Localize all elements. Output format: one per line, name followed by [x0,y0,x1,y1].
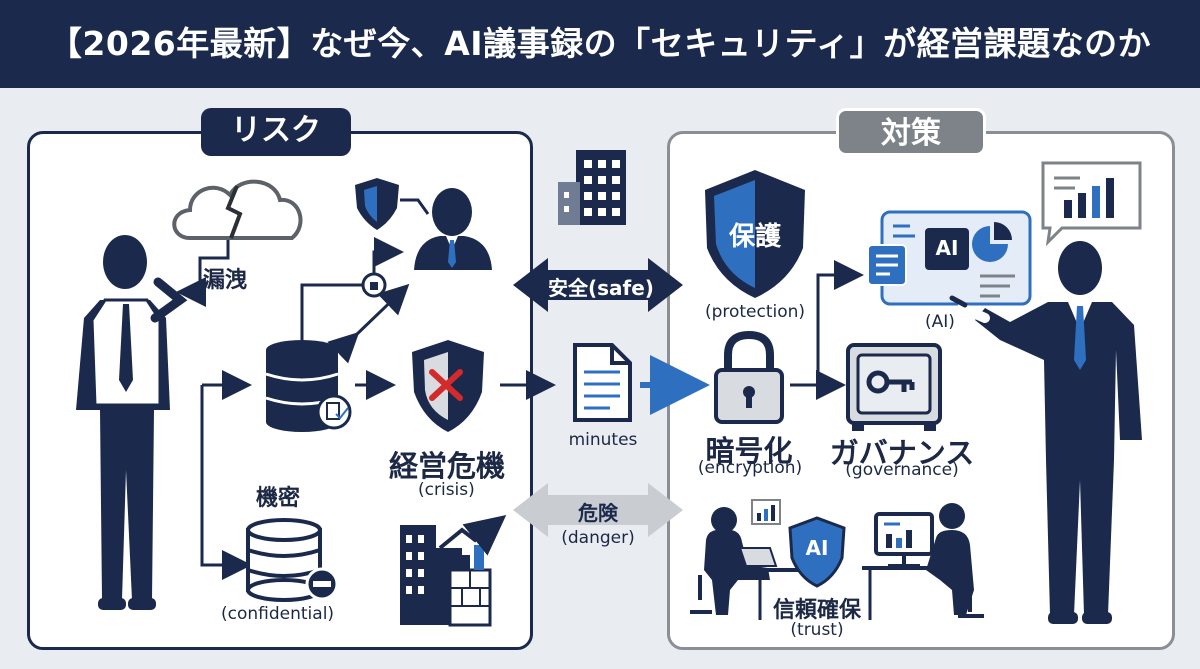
measure-tab: 対策 [836,108,986,156]
flow-arrow-to-ai [790,260,864,387]
worried-businessman-icon [76,235,188,610]
database-icon [265,340,352,432]
page-title: 【2026年最新】なぜ今、AI議事録の「セキュリティ」が経営課題なのか [48,24,1152,63]
governance-label: ガバナンス [829,436,975,470]
office-building-icon [558,150,626,225]
protection-shield-icon [705,170,805,298]
padlock-icon [714,330,784,424]
ai-badge-label: AI [935,236,959,260]
executive-icon [414,188,492,270]
header-bar: 【2026年最新】なぜ今、AI議事録の「セキュリティ」が経営課題なのか [0,0,1200,88]
trust-label: 信頼確保 [772,598,861,623]
worker-right-icon [862,503,984,620]
presenting-businessman-icon [949,241,1142,624]
declining-city-icon [400,515,507,627]
flow-arrow-to-confidential [200,385,252,580]
document-icon [573,343,632,422]
ai-en-label: (AI) [925,312,955,332]
crisis-label: 経営危機 [389,449,506,483]
protection-shield-label: 保護 [728,222,781,252]
protection-en-label: (protection) [704,302,806,322]
safe-double-arrow [513,258,683,312]
minutes-label: minutes [568,430,638,450]
lock-small-icon [361,272,387,298]
exchange-arrow [327,283,410,364]
safe-box-icon [846,343,942,431]
broken-shield-icon [412,340,484,432]
crisis-en-label: (crisis) [418,480,475,500]
confidential-label: 機密 [256,486,301,511]
small-shield-icon [355,178,399,230]
danger-en-label: (danger) [561,528,635,548]
confidential-database-icon [246,518,339,602]
chart-speech-bubble-icon [1041,161,1142,247]
worker-left-icon [690,507,800,620]
leak-label: 漏洩 [203,268,248,293]
broken-cloud-icon [172,179,303,240]
shield-link-line [400,198,430,215]
trust-en-label: (trust) [790,620,844,640]
danger-label: 危険 [578,501,618,525]
wall-chart-icon [751,499,781,525]
encryption-en-label: (encryption) [697,458,803,478]
ai-trust-shield-icon [788,516,846,588]
ai-dashboard-icon [867,210,1032,306]
access-arrow [372,237,404,274]
leak-arrow [176,240,230,307]
confidential-en-label: (confidential) [221,604,335,624]
risk-tab: リスク [201,108,351,156]
governance-en-label: (governance) [845,460,959,480]
safe-label: 安全(safe) [548,276,654,300]
encryption-label: 暗号化 [705,434,793,468]
trust-badge-label: AI [805,536,829,560]
danger-double-arrow [513,483,683,537]
